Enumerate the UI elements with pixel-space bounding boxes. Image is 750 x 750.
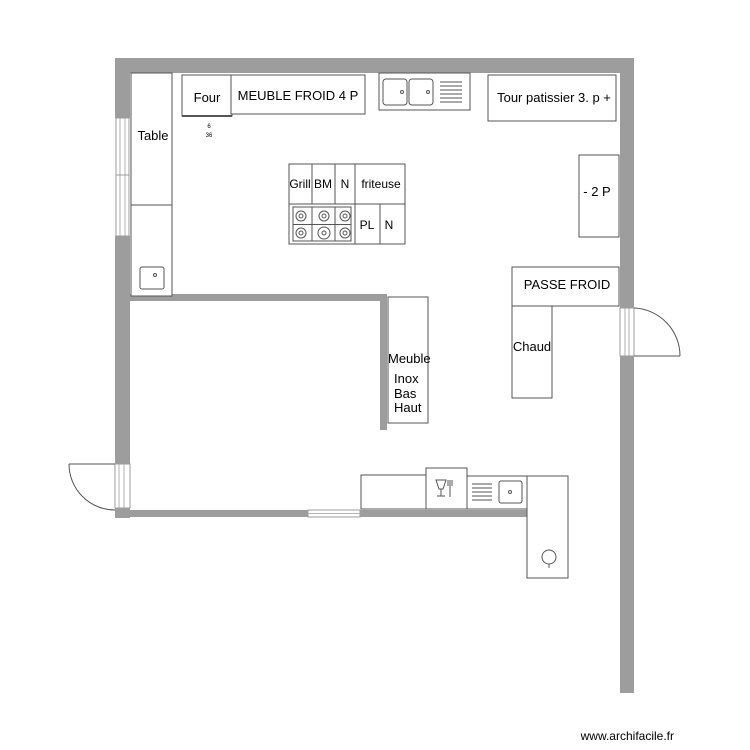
interior-wall-vertical [380, 294, 387, 430]
door-right [619, 307, 681, 357]
two-p-unit: - 2 P [578, 154, 620, 238]
window-bottom [307, 509, 361, 518]
oven-label: Four [194, 90, 221, 105]
bottom-counter [360, 474, 427, 510]
stainless-label-2: Inox [394, 371, 419, 386]
top-wall [115, 58, 634, 73]
left-sink-unit [130, 204, 173, 297]
svg-text:36: 36 [206, 133, 213, 139]
grill-label: Grill [289, 177, 310, 191]
hot-pass: Chaud [511, 305, 553, 399]
left-wall-middle [115, 236, 130, 464]
pl-label: PL [360, 218, 375, 232]
hot-pass-label: Chaud [513, 339, 551, 354]
bottom-sink [466, 475, 528, 510]
svg-text:6: 6 [207, 124, 211, 130]
pastry-counter: Tour patissier 3. p + [487, 74, 617, 122]
cold-cabinet-label: MEUBLE FROID 4 P [238, 88, 359, 103]
cold-cabinet: MEUBLE FROID 4 P [230, 74, 366, 115]
n-label-1: N [341, 177, 350, 191]
right-wall-upper [620, 58, 634, 308]
oven-marks: 6 36 [206, 124, 213, 139]
watermark[interactable]: www.archifacile.fr [580, 729, 674, 743]
cooking-island: Grill BM N friteuse PL N [288, 163, 406, 245]
stainless-label-1: Meuble [388, 351, 431, 366]
table: Table [130, 72, 173, 206]
table-label: Table [137, 128, 168, 143]
door-left [68, 463, 131, 511]
n-label-2: N [385, 218, 394, 232]
bottom-right-unit [526, 475, 569, 579]
interior-wall-horizontal [130, 294, 386, 301]
double-sink-top [378, 72, 471, 111]
stainless-label-3: Bas [394, 386, 417, 401]
two-p-label: - 2 P [583, 184, 610, 199]
cold-pass-label: PASSE FROID [524, 277, 610, 292]
glass-washer [425, 467, 468, 510]
window-left [115, 117, 130, 237]
right-wall-lower [620, 356, 634, 693]
stainless-cabinet: Meuble Inox Bas Haut [387, 296, 431, 424]
cold-pass: PASSE FROID [511, 266, 620, 307]
bm-label: BM [314, 177, 332, 191]
burners [293, 207, 351, 241]
stainless-label-4: Haut [394, 400, 422, 415]
walls [115, 58, 634, 693]
friteuse-label: friteuse [361, 177, 401, 191]
left-wall-top [115, 58, 130, 118]
oven: Four [181, 74, 233, 117]
left-wall-bottom [115, 508, 130, 518]
pastry-counter-label: Tour patissier 3. p + [497, 90, 611, 105]
